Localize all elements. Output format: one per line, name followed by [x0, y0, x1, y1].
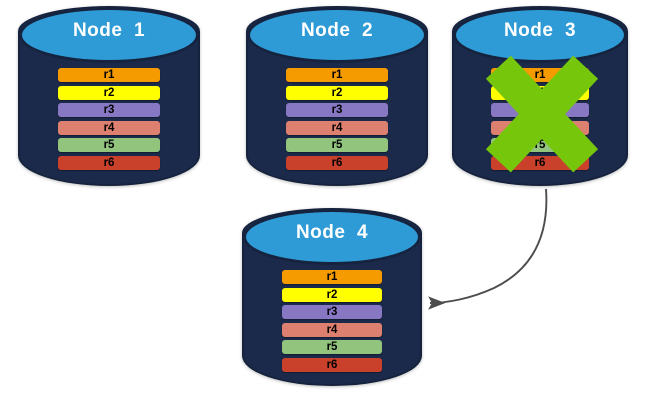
- data-row-r6: r6: [286, 155, 388, 170]
- data-row-r3: r3: [286, 103, 388, 117]
- data-row-r2: r2: [282, 287, 382, 302]
- data-row-r6: r6: [282, 357, 382, 372]
- node-1-cylinder-top: [19, 7, 199, 63]
- data-row-r5: r5: [282, 340, 382, 354]
- data-row-r4: r4: [286, 120, 388, 135]
- node-2-cylinder-top: [247, 7, 427, 63]
- node-1[interactable]: Node 1 r1 r2 r3 r4 r5 r6: [18, 6, 200, 186]
- data-row-r2: r2: [58, 85, 160, 100]
- data-row-r3: r3: [282, 305, 382, 319]
- data-row-r3: r3: [58, 103, 160, 117]
- arrow-path: [428, 188, 548, 310]
- data-row-r4: r4: [58, 120, 160, 135]
- data-row-r2: r2: [286, 85, 388, 100]
- data-row-r1: r1: [58, 68, 160, 82]
- data-row-r5: r5: [58, 138, 160, 152]
- node-4[interactable]: Node 4 r1 r2 r3 r4 r5 r6: [242, 208, 422, 386]
- node-4-rows: r1 r2 r3 r4 r5 r6: [242, 208, 422, 386]
- node-4-cylinder-top: [243, 209, 421, 265]
- node-2-label: Node 2: [300, 20, 374, 41]
- data-row-r6: r6: [58, 155, 160, 170]
- node-2-rows: r1 r2 r3 r4 r5 r6: [246, 6, 428, 186]
- data-row-r5: r5: [286, 138, 388, 152]
- node-3-label: Node 3: [503, 20, 577, 41]
- node-1-label: Node 1: [72, 20, 146, 41]
- data-row-r1: r1: [286, 68, 388, 82]
- node-1-rows: r1 r2 r3 r4 r5 r6: [18, 6, 200, 186]
- data-row-r1: r1: [282, 270, 382, 284]
- node-2[interactable]: Node 2 r1 r2 r3 r4 r5 r6: [246, 6, 428, 186]
- data-row-r4: r4: [282, 322, 382, 337]
- node-4-label: Node 4: [295, 222, 369, 243]
